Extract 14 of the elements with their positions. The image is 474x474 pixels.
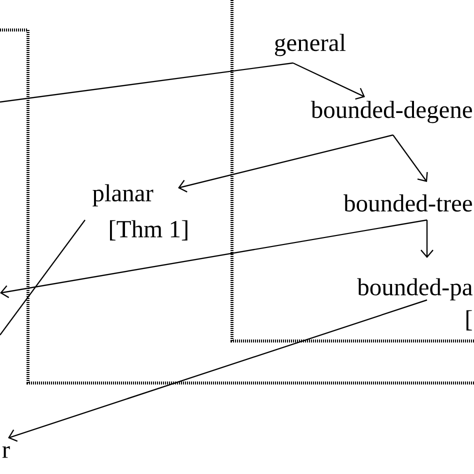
class-label: general	[275, 34, 346, 56]
arrow	[392, 134, 428, 182]
connector-line	[0, 220, 86, 336]
arrow	[292, 62, 365, 100]
arrow	[178, 134, 394, 192]
arrow	[8, 299, 428, 442]
arrow	[420, 220, 434, 258]
class-label: bounded-degene	[310, 100, 472, 124]
arrow	[0, 219, 428, 298]
class-label: r	[2, 446, 10, 458]
class-label: bounded-pa [	[357, 278, 472, 330]
connector-line	[0, 62, 294, 103]
class-label: planar [Thm 1]	[92, 184, 188, 240]
class-label: bounded-tree	[344, 194, 472, 212]
